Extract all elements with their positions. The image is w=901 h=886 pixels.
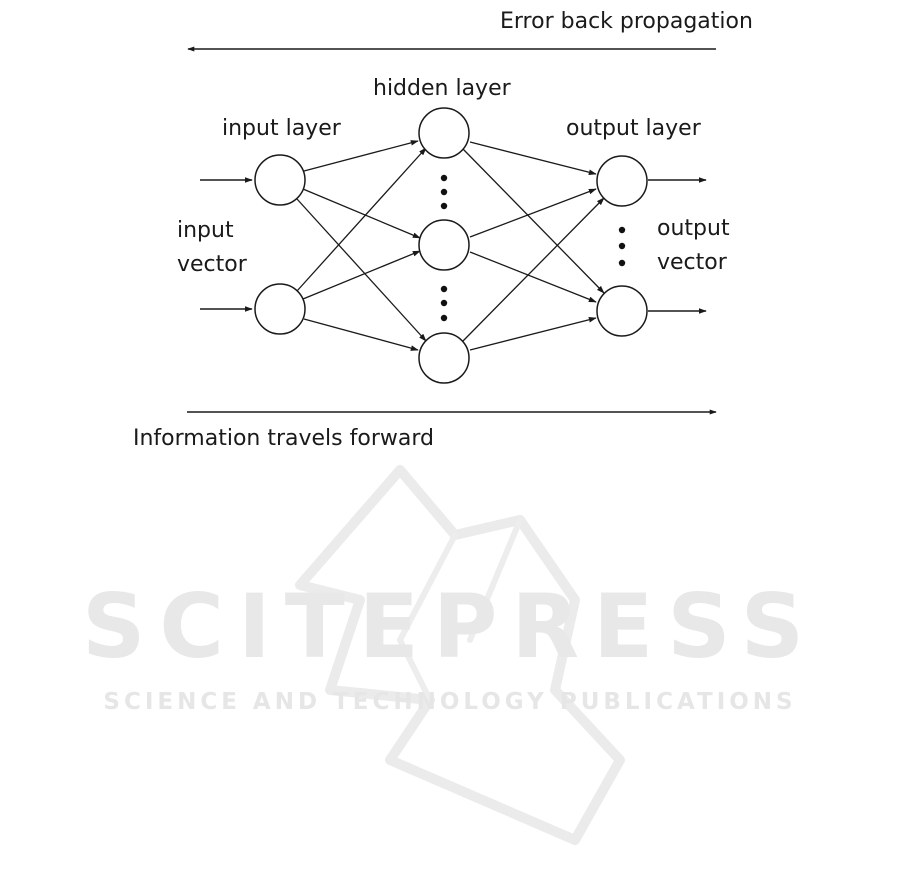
- information-travels-forward-label: Information travels forward: [133, 424, 434, 454]
- output-vector-label-line1: output: [657, 214, 730, 244]
- input-vector-label-line2: vector: [177, 250, 247, 280]
- output-node-1: [597, 156, 647, 206]
- input-vector-label-line1: input: [177, 216, 234, 246]
- hidden-node-1: [419, 108, 469, 158]
- input-node-2: [255, 284, 305, 334]
- hidden-node-2: [419, 220, 469, 270]
- output-node-2: [597, 286, 647, 336]
- input-layer-label: input layer: [222, 114, 341, 144]
- output-vector-label-line2: vector: [657, 248, 727, 278]
- connection-i1-h2: [303, 189, 420, 238]
- error-back-propagation-label: Error back propagation: [500, 7, 753, 37]
- connection-h3-o1: [463, 198, 604, 341]
- hidden-node-3: [419, 333, 469, 383]
- input-node-1: [255, 155, 305, 205]
- connection-h1-o1: [470, 142, 596, 174]
- connection-h3-o2: [470, 318, 596, 350]
- hidden-ellipsis-lower: [441, 286, 447, 321]
- output-ellipsis: [619, 227, 625, 266]
- output-layer-label: output layer: [566, 114, 701, 144]
- connection-i2-h3: [304, 319, 418, 350]
- connection-h2-o1: [470, 189, 596, 237]
- connection-i2-h2: [303, 251, 420, 299]
- hidden-ellipsis-upper: [441, 175, 447, 209]
- hidden-layer-label: hidden layer: [373, 74, 511, 104]
- connection-h2-o2: [470, 252, 596, 302]
- connection-i1-h1: [304, 141, 418, 171]
